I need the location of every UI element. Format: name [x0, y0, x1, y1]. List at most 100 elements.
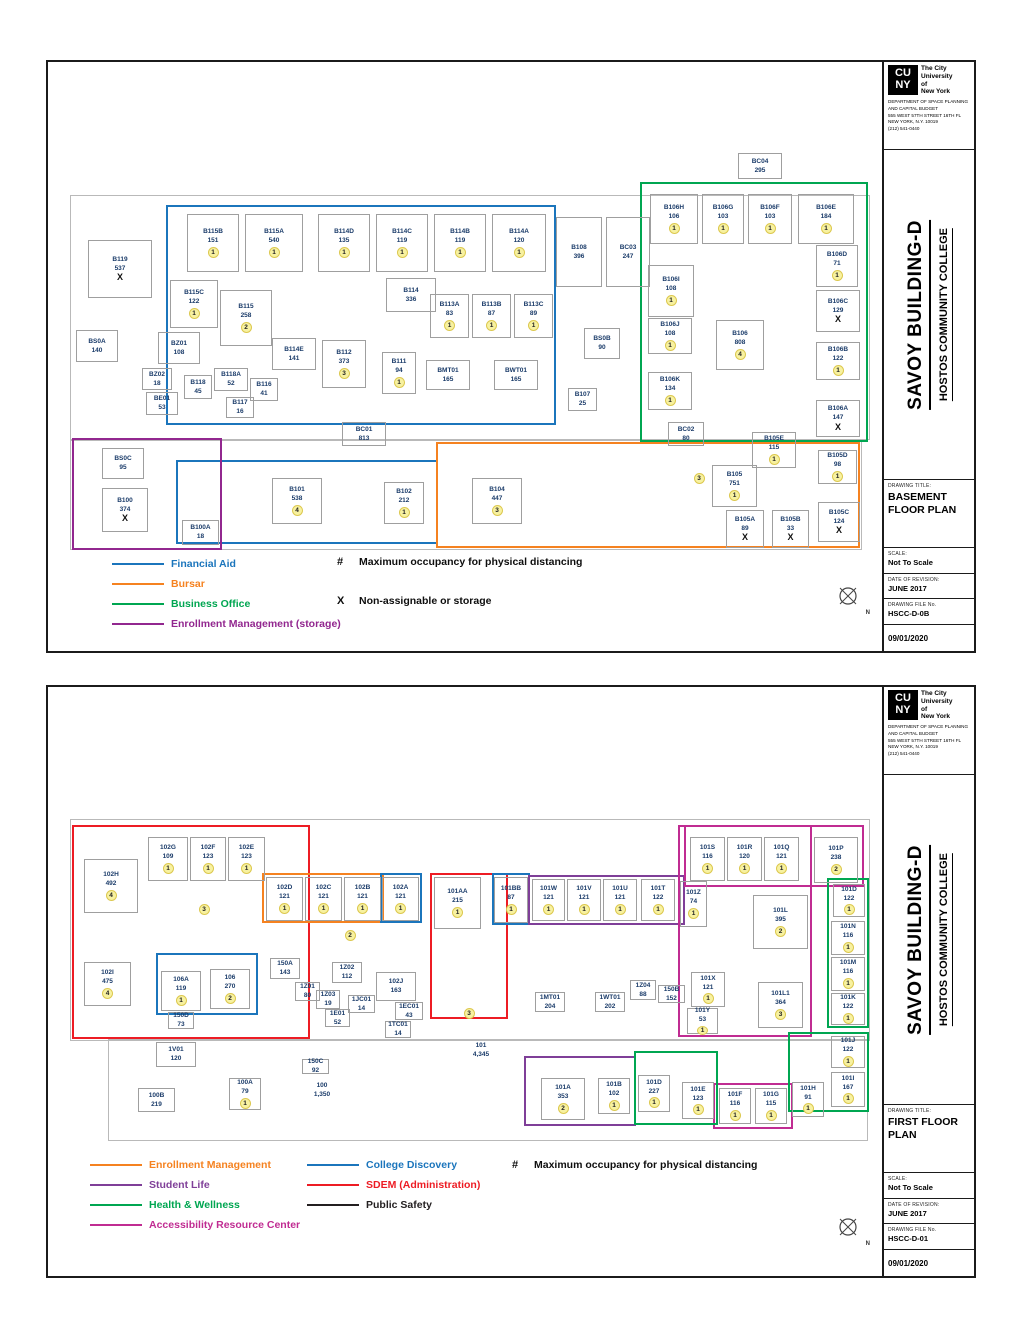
room-area: 4,345 — [472, 1050, 490, 1058]
room-area: 87 — [487, 310, 496, 317]
room-area: 165 — [510, 375, 522, 383]
room-number: 150C — [307, 1058, 324, 1066]
room-number: 101S — [699, 844, 716, 852]
room-number: B104 — [489, 486, 505, 494]
occupancy-badge: 4 — [291, 504, 303, 516]
room-number: 101F — [727, 1091, 743, 1099]
legend-color-line — [112, 603, 164, 605]
room-area: 492 — [105, 880, 117, 887]
room-number: B106A — [827, 405, 849, 413]
room-area: 364 — [775, 999, 786, 1006]
room-number: B119 — [112, 255, 128, 263]
cuny-logo-line1: CU — [895, 67, 911, 80]
room-area: 14 — [394, 1030, 402, 1037]
room-area: 121 — [578, 894, 590, 901]
room-number: 1Z03 — [320, 991, 336, 999]
non-assignable-mark: X — [787, 532, 794, 543]
room-area: 103 — [764, 213, 776, 220]
room-area: 71 — [833, 260, 841, 267]
room-area: 121 — [318, 893, 329, 900]
occupancy-badge: 1 — [697, 1025, 708, 1035]
basement-legend-notes: #Maximum occupancy for physical distanci… — [337, 556, 582, 634]
room-number: 101L — [773, 907, 788, 915]
room-number: B106D — [826, 251, 848, 259]
room-number: BMT01 — [437, 366, 459, 374]
legend-color-line — [90, 1204, 142, 1206]
scale-label: SCALE: — [888, 551, 907, 557]
room-area: 83 — [445, 310, 454, 317]
room-number: 102J — [388, 978, 404, 986]
legend-label: Health & Wellness — [149, 1199, 240, 1211]
room-area: 116 — [842, 968, 854, 975]
room-number: B106B — [827, 346, 849, 354]
occupancy-badge: 4 — [105, 889, 117, 901]
room-number: 1TC01 — [388, 1021, 408, 1029]
room-number: 102B — [354, 884, 371, 892]
legend-color-line — [112, 623, 164, 625]
file-number-section: DRAWING FILE No. HSCC-D-0B — [884, 599, 974, 625]
print-date: 09/01/2020 — [888, 1259, 929, 1268]
room-number: 1Z01 — [300, 983, 315, 991]
room-area: 147 — [832, 414, 844, 421]
legend-label: SDEM (Administration) — [366, 1179, 481, 1191]
occupancy-badge: 1 — [688, 907, 699, 919]
room-area: 808 — [734, 339, 746, 346]
room-area: 184 — [820, 213, 832, 220]
occupancy-badge: 1 — [842, 1012, 854, 1024]
room-number: B102 — [396, 488, 412, 496]
non-assignable-mark: X — [121, 513, 128, 524]
occupancy-badge: 1 — [393, 376, 405, 388]
occupancy-badge: 1 — [318, 902, 329, 914]
room-area: 537 — [114, 264, 126, 272]
drawing-title-label: DRAWING TITLE: — [888, 1108, 932, 1114]
occupancy-badge: 1 — [702, 993, 714, 1005]
room-number: B106F — [760, 204, 780, 212]
legend-label: Financial Aid — [171, 558, 236, 570]
room-number: 101M — [839, 959, 857, 967]
room-area: 129 — [832, 306, 844, 314]
room-number: B108 — [571, 243, 587, 251]
room-number: B114E — [284, 345, 304, 353]
occupancy-badge: 1 — [664, 394, 676, 406]
room-number: 106A — [173, 976, 189, 984]
room-number: B115 — [238, 303, 254, 311]
room-number: 100A — [237, 1079, 253, 1087]
room-occupancy-badge: 3 — [196, 901, 212, 917]
room-number: B105B — [780, 515, 801, 523]
occupancy-badge: 1 — [739, 862, 750, 874]
room-number: B111 — [391, 358, 407, 366]
room-area: 751 — [729, 480, 740, 487]
room-area: 115 — [765, 1100, 777, 1107]
room-area: 52 — [227, 380, 235, 387]
cuny-logo-line1: CU — [895, 692, 911, 705]
room-number: 102F — [200, 844, 216, 852]
room-area: 122 — [188, 298, 200, 305]
room-number: B106K — [659, 376, 681, 384]
room-area: 121 — [543, 894, 554, 901]
compass-north-label: N — [865, 1241, 870, 1247]
legend-label: Enrollment Management (storage) — [171, 618, 341, 630]
building-outline — [70, 195, 870, 440]
room-number: 102H — [103, 871, 119, 879]
room-number: 101Z — [686, 889, 701, 897]
room-area: 53 — [698, 1016, 707, 1023]
building-name-section: SAVOY BUILDING-D HOSTOS COMMUNITY COLLEG… — [884, 150, 974, 480]
room-area: 396 — [573, 252, 585, 260]
occupancy-badge: 1 — [268, 246, 280, 258]
